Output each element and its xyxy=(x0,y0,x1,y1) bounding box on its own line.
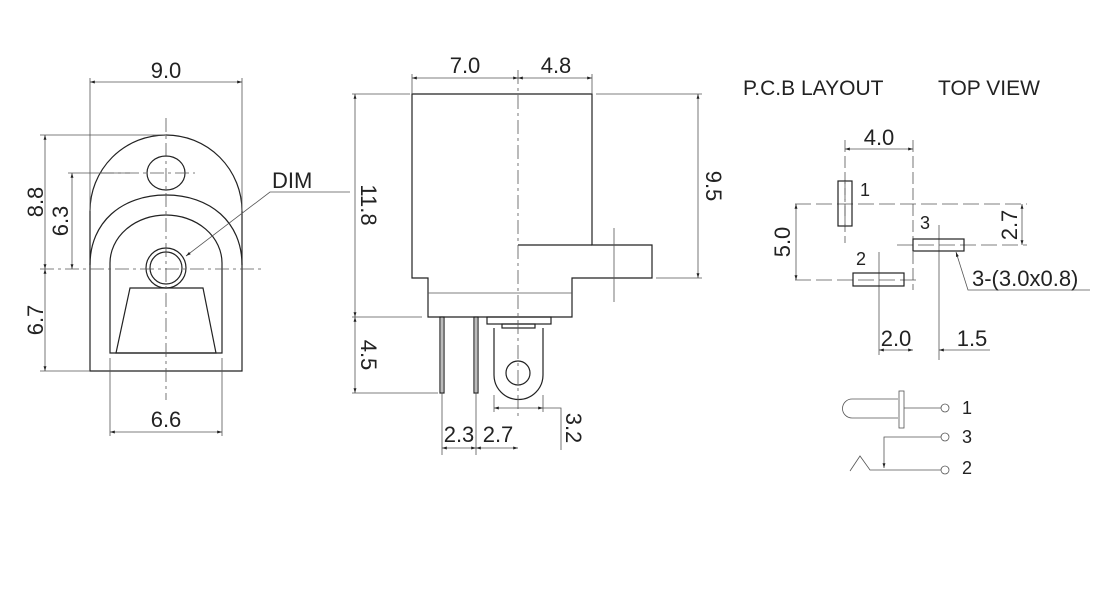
dim-label: DIM xyxy=(272,168,312,193)
dim-pcb-horizontal: 4.0 xyxy=(864,125,895,150)
dim-height-upper: 8.8 xyxy=(23,187,48,218)
pcb-subtitle: TOP VIEW xyxy=(938,77,1040,100)
plug-symbol xyxy=(842,398,898,419)
side-view: 7.0 4.8 11.8 4.5 9.5 2.3 2.7 3.2 xyxy=(352,53,726,455)
dim-leader xyxy=(185,191,350,257)
dim-pin-pitch-2: 2.7 xyxy=(483,422,514,447)
pin-3-tab xyxy=(493,328,544,401)
dim-pin-pitch-1: 2.3 xyxy=(444,422,475,447)
dim-pcb-vertical: 5.0 xyxy=(770,227,795,258)
pcb-layout: P.C.B LAYOUT TOP VIEW 4.0 1 3 2 5.0 2.7 … xyxy=(743,77,1090,360)
schematic-pin-1: 1 xyxy=(962,398,972,418)
dim-width-bottom: 6.6 xyxy=(151,407,182,432)
dim-width-right: 4.8 xyxy=(541,53,572,78)
dim-height-right: 9.5 xyxy=(701,171,726,202)
dim-width-left: 7.0 xyxy=(450,53,481,78)
dim-hole-offset: 6.3 xyxy=(48,206,73,237)
schematic-symbol: 1 3 2 xyxy=(842,390,972,478)
dim-height-lower: 6.7 xyxy=(23,305,48,336)
front-opening xyxy=(109,214,223,354)
front-view: 9.0 8.8 6.3 6.7 6.6 DIM xyxy=(23,58,350,436)
pad-label-2: 2 xyxy=(856,249,866,269)
dim-pad3-offset: 2.7 xyxy=(997,210,1022,241)
pad-2 xyxy=(852,272,905,287)
side-body xyxy=(411,93,653,318)
contact-trapezoid xyxy=(115,287,217,354)
pcb-title: P.C.B LAYOUT xyxy=(743,77,884,100)
front-body-outline xyxy=(89,134,243,372)
dim-height-total: 11.8 xyxy=(356,184,381,225)
tab-hole xyxy=(505,360,531,386)
pad-3 xyxy=(912,238,965,252)
dim-pad3-x: 1.5 xyxy=(957,326,988,351)
schematic-pin-3: 3 xyxy=(962,427,972,447)
schematic-pin-2: 2 xyxy=(962,458,972,478)
pin-3-base xyxy=(486,316,552,325)
dim-width-top: 9.0 xyxy=(151,58,182,83)
pad-label-3: 3 xyxy=(920,213,930,233)
pad-label-1: 1 xyxy=(860,180,870,200)
dim-pin-length: 4.5 xyxy=(356,340,381,371)
dim-tab-width: 3.2 xyxy=(561,413,586,444)
pad-size-note: 3-(3.0x0.8) xyxy=(972,266,1078,291)
dim-pad2-offset: 2.0 xyxy=(881,326,912,351)
